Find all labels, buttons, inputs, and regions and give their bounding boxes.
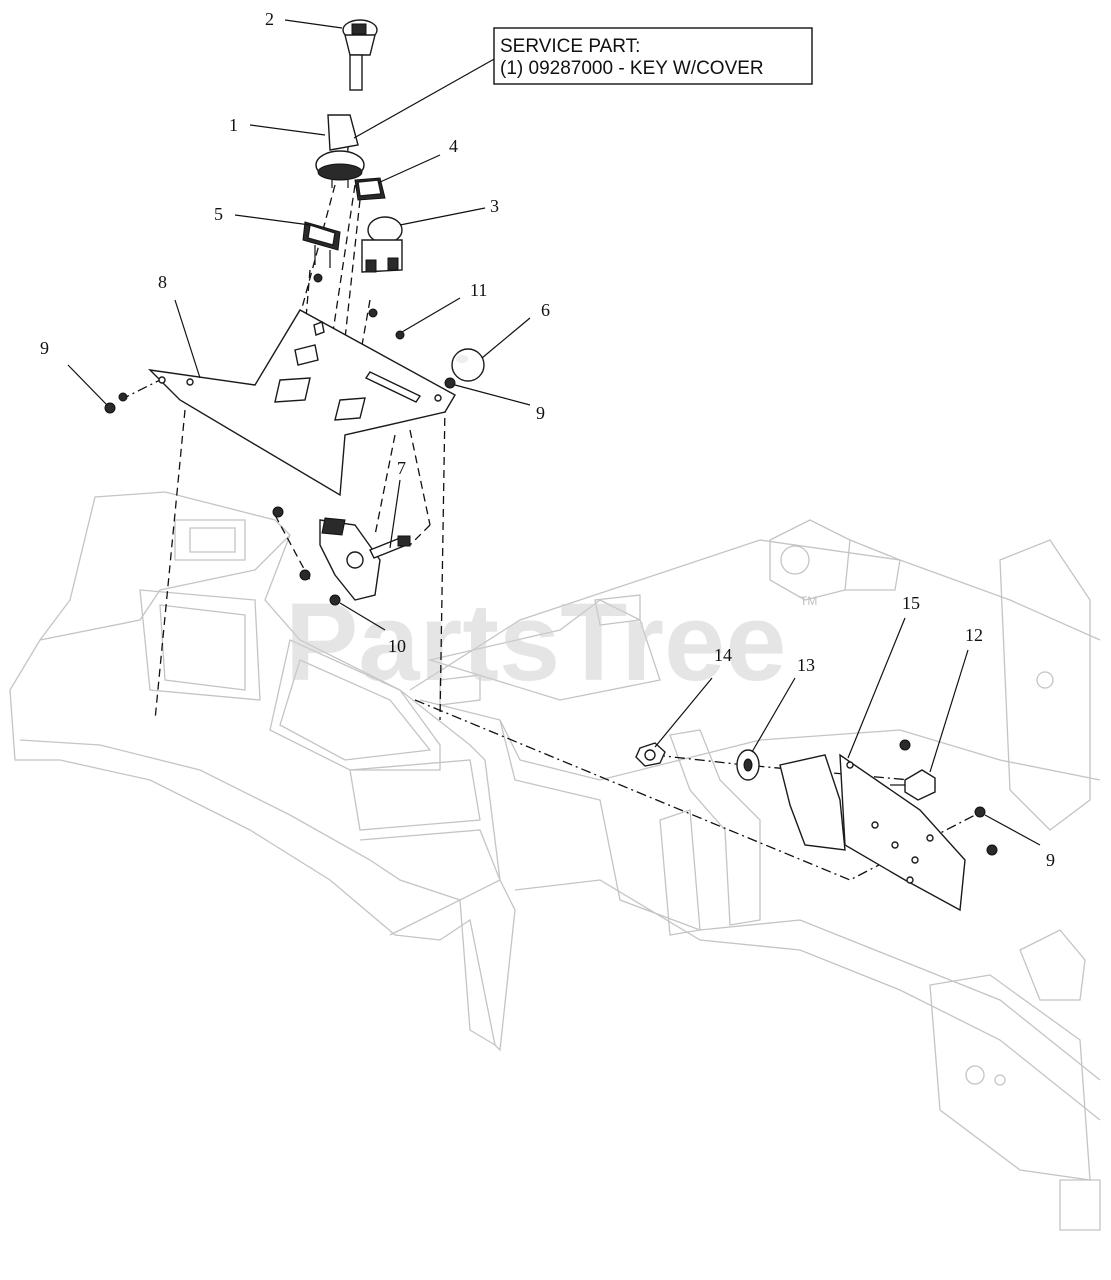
callout-5: 5 bbox=[214, 204, 223, 224]
callout-7: 7 bbox=[397, 458, 406, 478]
background-frame-outline bbox=[9, 491, 1101, 1231]
nut-part-14 bbox=[635, 742, 666, 767]
callout-14: 14 bbox=[714, 645, 732, 665]
callout-4: 4 bbox=[449, 136, 458, 156]
knob-ball-part-6 bbox=[451, 348, 485, 382]
service-part-line2: (1) 09287000 - KEY W/COVER bbox=[500, 58, 764, 79]
washer-part-13 bbox=[736, 749, 760, 781]
service-part-line1: SERVICE PART: bbox=[500, 36, 640, 57]
bolt-part-12 bbox=[890, 769, 936, 801]
watermark-text: PartsTree bbox=[285, 581, 786, 704]
fasteners bbox=[104, 273, 998, 856]
plate-bracket-part-15 bbox=[779, 753, 966, 912]
callout-12: 12 bbox=[965, 625, 983, 645]
callout-2: 2 bbox=[265, 9, 274, 29]
callout-labels: 1 2 3 4 5 6 7 8 9 9 9 10 11 12 13 14 15 bbox=[40, 9, 1055, 870]
lever-assembly-part-7 bbox=[319, 517, 411, 601]
key-part-2 bbox=[342, 19, 378, 91]
callout-13: 13 bbox=[797, 655, 815, 675]
watermark-tm: TM bbox=[800, 594, 817, 608]
panel-bracket-part-8 bbox=[148, 309, 456, 497]
callout-6: 6 bbox=[541, 300, 550, 320]
pto-switch-part-3 bbox=[361, 216, 403, 273]
callout-9-left: 9 bbox=[40, 338, 49, 358]
callout-9-upper: 9 bbox=[536, 403, 545, 423]
leader-lines bbox=[67, 19, 1041, 846]
callout-11: 11 bbox=[470, 280, 487, 300]
service-part-box: SERVICE PART: (1) 09287000 - KEY W/COVER bbox=[493, 27, 813, 85]
callout-10: 10 bbox=[388, 636, 406, 656]
callout-15: 15 bbox=[902, 593, 920, 613]
callout-8: 8 bbox=[158, 272, 167, 292]
callout-1: 1 bbox=[229, 115, 238, 135]
callout-3: 3 bbox=[490, 196, 499, 216]
switch-part-4 bbox=[354, 177, 386, 201]
ignition-switch-part-1 bbox=[315, 114, 365, 188]
callout-9-right: 9 bbox=[1046, 850, 1055, 870]
rocker-switch-part-5 bbox=[302, 221, 341, 268]
